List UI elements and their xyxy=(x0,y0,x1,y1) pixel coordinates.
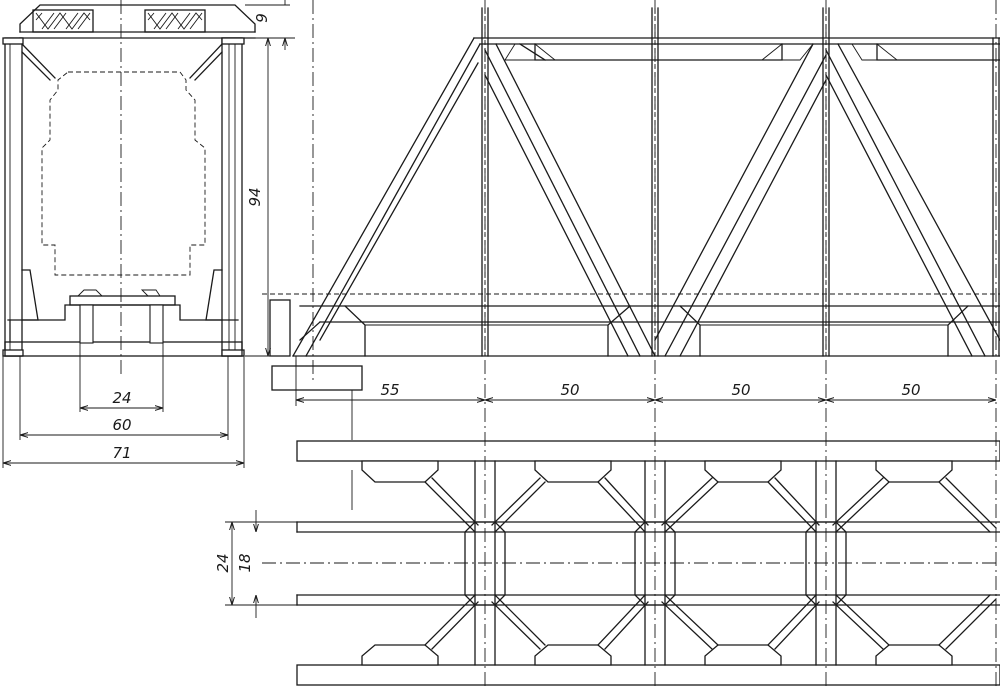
top-chord-plan xyxy=(296,440,1000,462)
dim-rail-gauge: 24 xyxy=(112,389,131,407)
diagonal-2 xyxy=(654,43,814,341)
dim-height: 94 xyxy=(246,187,264,206)
dim-end-panel: 55 xyxy=(380,381,399,399)
inclined-end-post xyxy=(292,37,475,357)
plan-dimensions: 24 18 xyxy=(214,510,297,618)
bearing-plate xyxy=(269,299,291,357)
loading-gauge-outline xyxy=(41,71,206,276)
end-post-right xyxy=(221,37,243,357)
bottom-chord-plan xyxy=(296,664,1000,686)
rail-left xyxy=(79,304,94,344)
dim-panel-1: 50 xyxy=(560,381,579,399)
end-view-dimensions: 9 94 24 60 71 xyxy=(2,0,295,468)
diagonal-1 xyxy=(484,49,641,357)
dim-outer-width: 71 xyxy=(112,444,131,462)
rail-right xyxy=(149,304,164,344)
dim-panel-2: 50 xyxy=(731,381,750,399)
dim-top-offset: 9 xyxy=(253,13,271,23)
dim-stringer-outer: 24 xyxy=(214,553,232,572)
portal-lattice-right xyxy=(144,9,206,33)
side-elevation xyxy=(262,0,1000,687)
portal-lattice-left xyxy=(32,9,94,33)
end-post-left xyxy=(4,37,23,357)
dim-inner-width: 60 xyxy=(112,416,131,434)
deck-section xyxy=(7,304,239,321)
elevation-dimensions: 55 50 50 50 xyxy=(295,360,996,510)
plan-view xyxy=(262,440,1000,686)
abutment-block xyxy=(271,365,363,391)
end-view xyxy=(2,0,256,375)
dim-stringer-inner: 18 xyxy=(236,553,254,572)
portal-top xyxy=(19,4,256,33)
diagonal-3 xyxy=(825,49,986,357)
dim-panel-3: 50 xyxy=(901,381,920,399)
